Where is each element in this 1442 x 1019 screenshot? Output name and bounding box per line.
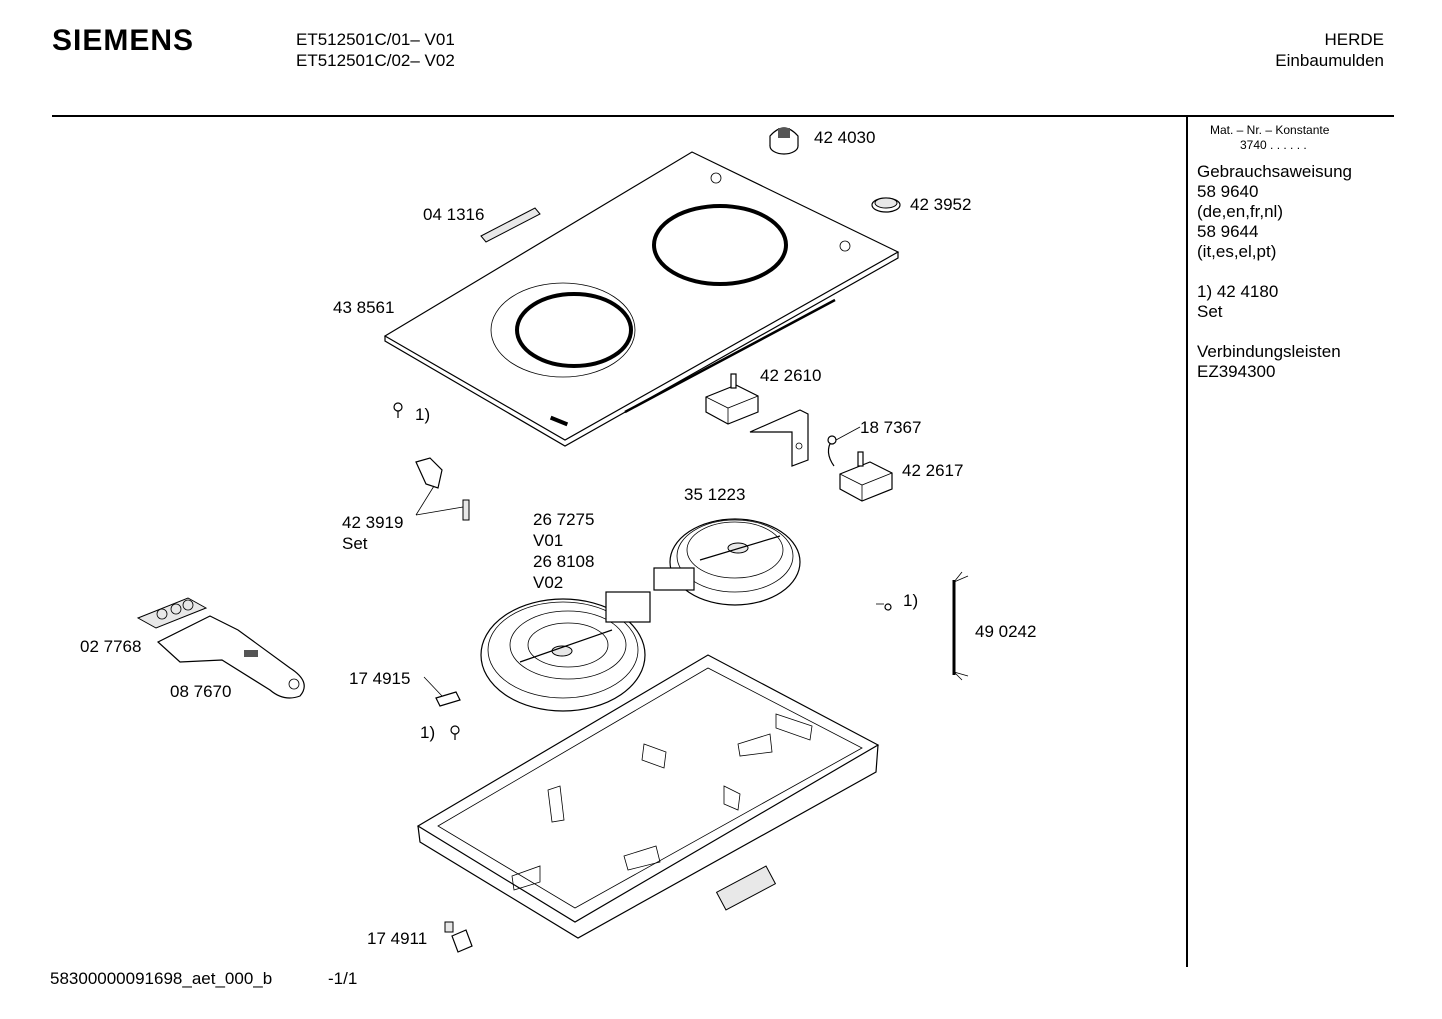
part-label: 42 2610	[760, 366, 822, 385]
part-label: 18 7367	[860, 418, 922, 437]
model-line-1: ET512501C/01– V01	[296, 30, 455, 49]
mat-number-label: Mat. – Nr. – Konstante	[1210, 123, 1330, 137]
thermal-sensor	[827, 435, 837, 467]
part-label: 43 8561	[333, 298, 395, 317]
part-label: 17 4915	[349, 669, 411, 688]
radiant-heater-large	[480, 591, 651, 712]
energy-regulator-2	[839, 451, 893, 502]
energy-regulator-1	[705, 373, 759, 425]
document-id: 58300000091698_aet_000_b	[50, 969, 273, 988]
header-divider	[52, 115, 1394, 117]
sidebar-line: (it,es,el,pt)	[1197, 242, 1277, 261]
small-connector	[444, 921, 473, 953]
seal-strip	[480, 207, 541, 243]
part-label: 42 2617	[902, 461, 964, 480]
control-knob	[769, 127, 799, 155]
knob-cap	[871, 197, 901, 213]
sidebar-line: Set	[1197, 302, 1223, 321]
leader-line	[835, 426, 861, 441]
page-indicator: -1/1	[328, 969, 358, 988]
part-label: 08 7670	[170, 682, 232, 701]
small-clip	[423, 676, 461, 707]
variant-label: V01	[533, 531, 564, 550]
screw-icon	[884, 603, 892, 611]
brand-logo: SIEMENS	[52, 24, 195, 57]
part-label: 26 7275	[533, 510, 595, 529]
subcategory-title: Einbaumulden	[1275, 51, 1384, 70]
footnote-marker: 1)	[903, 591, 919, 610]
retaining-clip	[415, 457, 470, 521]
screw-icon	[450, 725, 460, 740]
part-label: 42 3952	[910, 195, 972, 214]
footnote-marker: 1)	[420, 723, 436, 742]
mounting-bracket	[749, 409, 809, 467]
exploded-parts-diagram	[136, 127, 969, 953]
part-label: 42 3919	[342, 513, 404, 532]
category-title: HERDE	[1324, 30, 1384, 49]
part-label: 26 8108	[533, 552, 595, 571]
part-label: 02 7768	[80, 637, 142, 656]
wiring-harness	[952, 571, 969, 681]
model-line-2: ET512501C/02– V02	[296, 51, 455, 70]
scraper-tool	[136, 597, 305, 699]
sidebar-line: Gebrauchsaweisung	[1197, 162, 1352, 181]
sidebar-line: Verbindungsleisten	[1197, 342, 1341, 361]
part-label: 17 4911	[367, 929, 428, 948]
variant-label: V02	[533, 573, 564, 592]
part-label: 49 0242	[975, 622, 1037, 641]
ceramic-hob-top	[383, 151, 900, 447]
sidebar-line: 58 9640	[1197, 182, 1259, 201]
part-label-set: Set	[342, 534, 368, 553]
part-label: 42 4030	[814, 128, 876, 147]
radiant-heater-small	[653, 518, 801, 606]
sidebar-line: 1) 42 4180	[1197, 282, 1279, 301]
sidebar-line: 58 9644	[1197, 222, 1259, 241]
housing-tray	[416, 654, 880, 939]
sidebar-line: (de,en,fr,nl)	[1197, 202, 1283, 221]
screw-icon	[393, 402, 403, 418]
part-label: 04 1316	[423, 205, 485, 224]
sidebar-divider	[1186, 117, 1188, 967]
footnote-marker: 1)	[415, 405, 431, 424]
part-label: 35 1223	[684, 485, 746, 504]
sidebar-line: EZ394300	[1197, 362, 1276, 381]
mat-number-value: 3740 . . . . . .	[1240, 138, 1307, 152]
